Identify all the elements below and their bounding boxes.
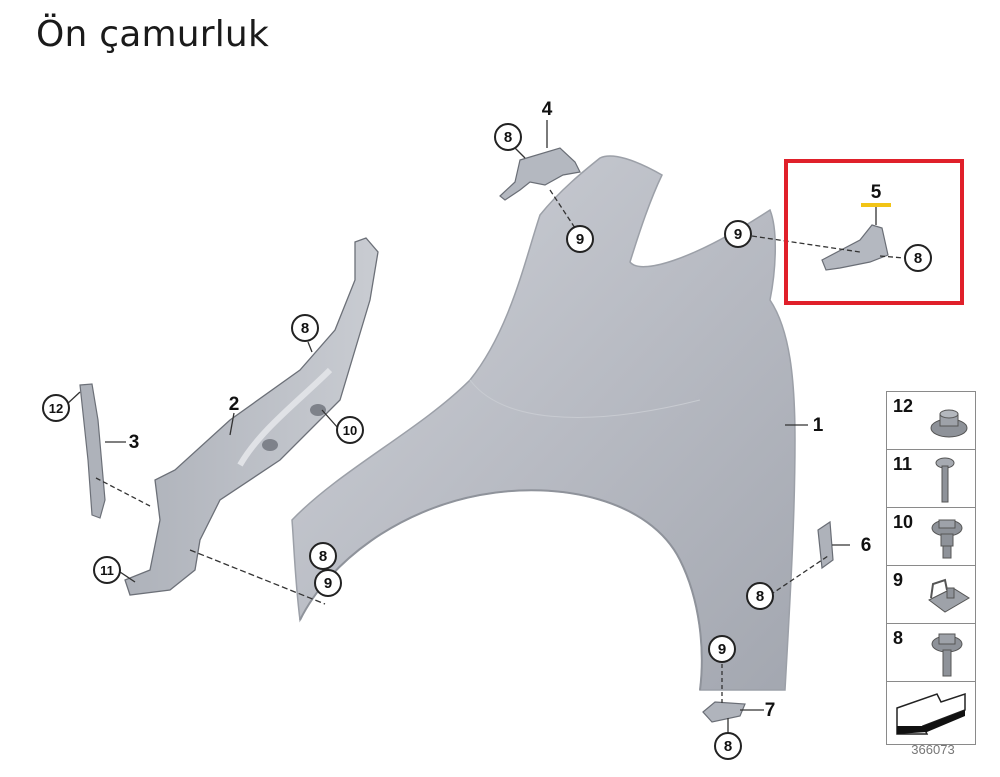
direction-arrow-icon <box>896 692 966 735</box>
part-label-5[interactable]: 5 <box>870 182 882 203</box>
legend-item-8[interactable]: 8 <box>887 624 975 682</box>
legend-item-direction[interactable] <box>887 682 975 744</box>
rear-lower-bracket-part <box>817 520 834 570</box>
support-bracket-part <box>124 237 379 596</box>
callout-9-rear-top[interactable]: 9 <box>724 220 752 248</box>
collar-bolt-icon <box>931 519 963 559</box>
legend-item-10[interactable]: 10 <box>887 508 975 566</box>
callout-10[interactable]: 10 <box>336 416 364 444</box>
flange-nut-icon <box>930 409 968 438</box>
part-label-6[interactable]: 6 <box>860 535 872 556</box>
hex-bolt-icon <box>931 633 963 677</box>
fender-part <box>291 155 796 691</box>
highlight-box-part-5 <box>784 159 964 305</box>
callout-8-rear-top[interactable]: 8 <box>904 244 932 272</box>
bottom-bracket-part <box>702 701 746 723</box>
part-label-4[interactable]: 4 <box>541 99 553 120</box>
front-bracket-part <box>79 383 106 519</box>
screw-icon <box>935 457 955 503</box>
callout-9-bottom[interactable]: 9 <box>708 635 736 663</box>
part-label-7[interactable]: 7 <box>764 700 776 721</box>
callout-8-bottom[interactable]: 8 <box>714 732 742 760</box>
page-title: Ön çamurluk <box>36 14 270 55</box>
callout-8-upper-bracket[interactable]: 8 <box>494 123 522 151</box>
part-label-2[interactable]: 2 <box>228 394 240 415</box>
callout-12[interactable]: 12 <box>42 394 70 422</box>
legend-item-12[interactable]: 12 <box>887 392 975 450</box>
callout-8-support[interactable]: 8 <box>291 314 319 342</box>
callout-11[interactable]: 11 <box>93 556 121 584</box>
legend-item-11[interactable]: 11 <box>887 450 975 508</box>
diagram-reference-number: 366073 <box>911 742 955 757</box>
callout-8-front[interactable]: 8 <box>309 542 337 570</box>
clip-nut-icon <box>928 578 970 613</box>
callout-9-upper-fender[interactable]: 9 <box>566 225 594 253</box>
part-label-1[interactable]: 1 <box>812 415 824 436</box>
part-5-underline <box>861 203 891 207</box>
part-label-3[interactable]: 3 <box>128 432 140 453</box>
callout-8-rear-lower[interactable]: 8 <box>746 582 774 610</box>
legend-item-9[interactable]: 9 <box>887 566 975 624</box>
callout-9-front[interactable]: 9 <box>314 569 342 597</box>
upper-bracket-part <box>499 147 581 201</box>
leader-lines <box>65 120 905 733</box>
rear-upper-bracket-part <box>821 224 889 271</box>
hardware-legend: 12 11 10 9 8 <box>886 391 976 745</box>
